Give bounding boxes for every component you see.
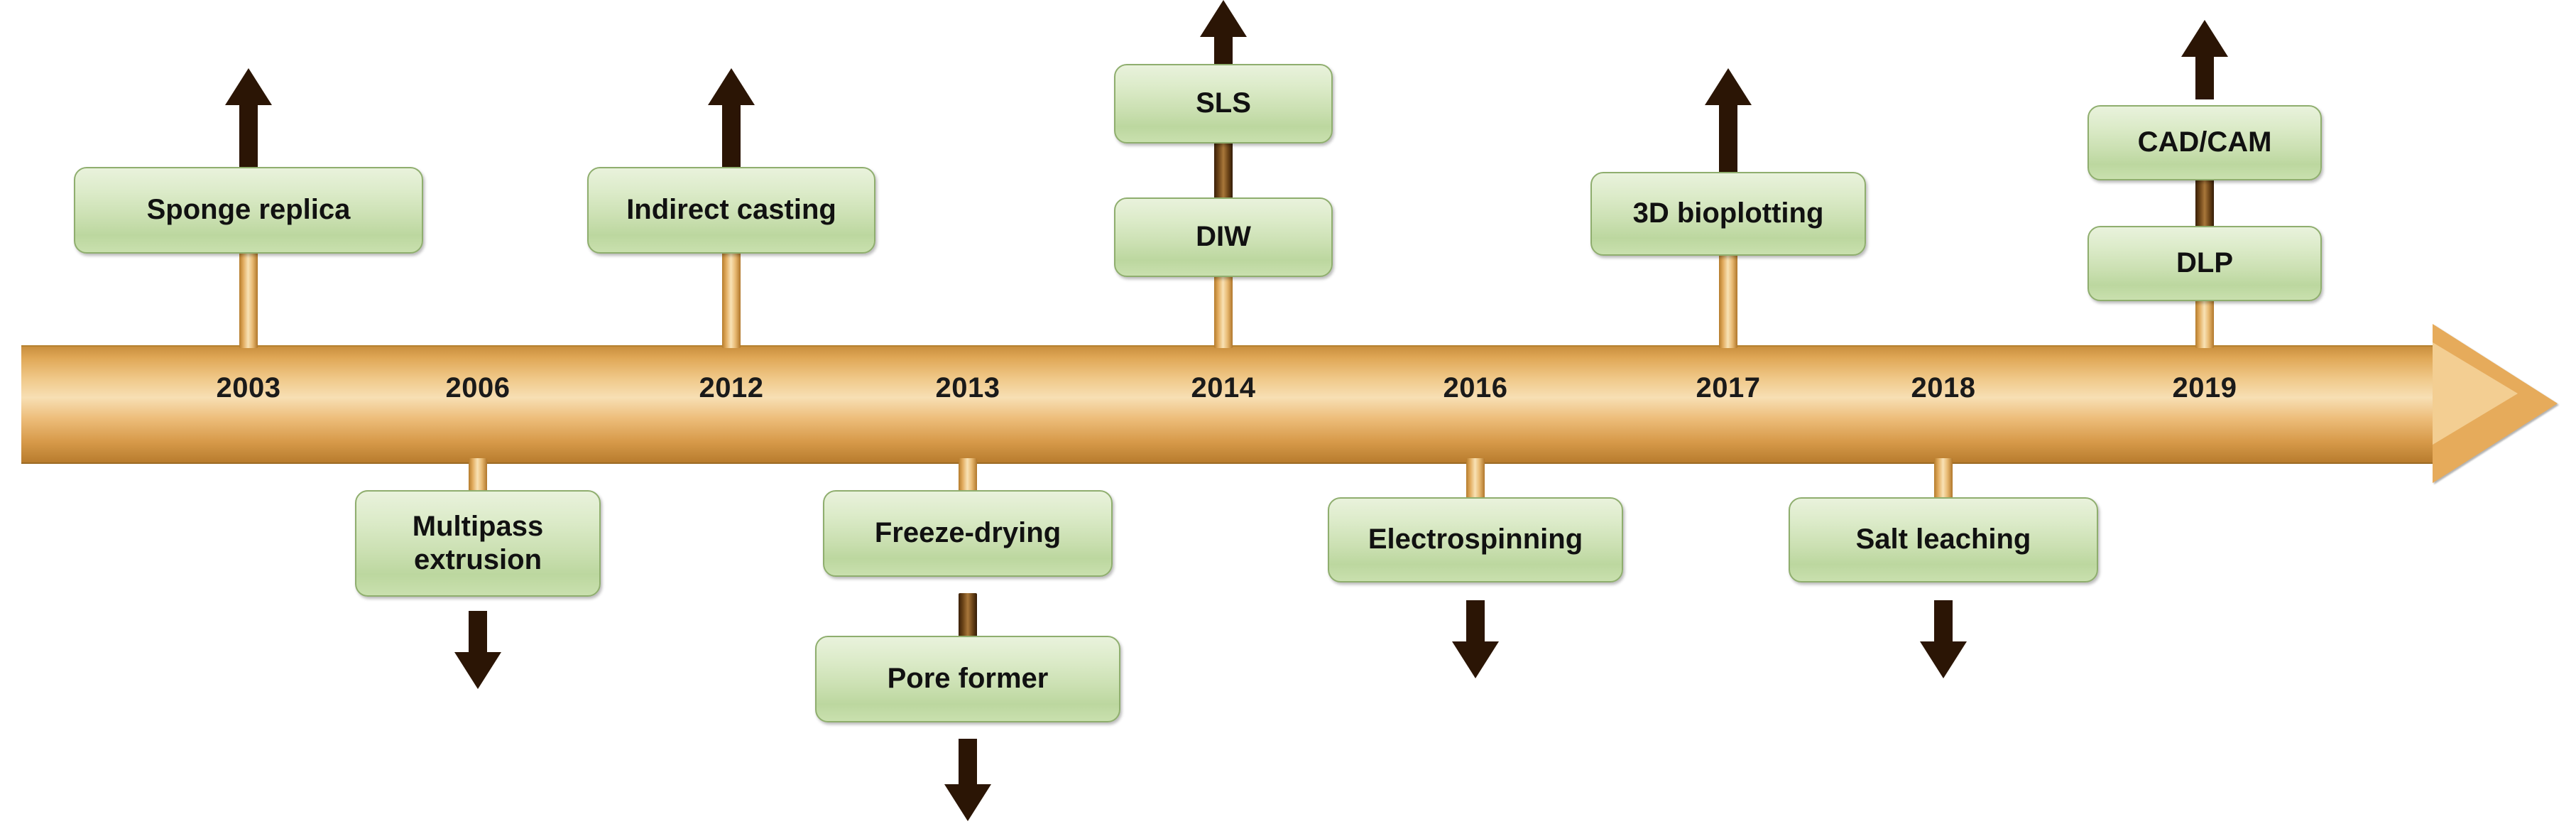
event-box-multipass-extrusion[interactable]: Multipass extrusion xyxy=(355,490,601,597)
year-label-2019: 2019 xyxy=(2172,372,2237,403)
arrow-up-stem-2019 xyxy=(2195,57,2214,99)
arrow-down-2006 xyxy=(454,652,501,689)
event-box-sls[interactable]: SLS xyxy=(1114,64,1333,143)
event-box-dlp[interactable]: DLP xyxy=(2087,226,2322,301)
arrow-up-2017 xyxy=(1705,68,1752,105)
arrow-down-2016 xyxy=(1452,641,1499,678)
arrow-up-stem-2012 xyxy=(722,105,741,176)
event-box-salt-leaching[interactable]: Salt leaching xyxy=(1789,497,2098,582)
arrow-down-2018 xyxy=(1920,641,1967,678)
timeline-shaft xyxy=(21,345,2435,464)
arrow-down-stem-2013 xyxy=(959,739,977,788)
year-label-2013: 2013 xyxy=(935,372,1000,403)
event-box-electrospinning[interactable]: Electrospinning xyxy=(1328,497,1623,582)
year-label-2006: 2006 xyxy=(445,372,511,403)
stem-2018 xyxy=(1934,458,1953,501)
arrow-up-2019 xyxy=(2181,20,2228,57)
timeline-axis xyxy=(21,324,2558,483)
arrow-up-stem-2003 xyxy=(239,105,258,176)
event-box-freeze-drying[interactable]: Freeze-drying xyxy=(823,490,1113,577)
arrow-up-2014 xyxy=(1200,0,1247,37)
event-box-pore-former[interactable]: Pore former xyxy=(815,636,1120,722)
event-box-cad-cam[interactable]: CAD/CAM xyxy=(2087,105,2322,180)
year-label-2018: 2018 xyxy=(1911,372,1976,403)
stem-2014-lower xyxy=(1214,270,1233,348)
timeline-arrowhead-highlight xyxy=(2433,342,2518,445)
stem-2013-upper xyxy=(959,458,977,494)
arrow-up-2012 xyxy=(708,68,755,105)
year-label-2014: 2014 xyxy=(1191,372,1256,403)
arrow-down-2013 xyxy=(944,784,991,821)
stem-2016 xyxy=(1466,458,1485,501)
year-label-2003: 2003 xyxy=(216,372,281,403)
arrow-up-2003 xyxy=(225,68,272,105)
year-label-2016: 2016 xyxy=(1443,372,1508,403)
event-box-3d-bioplotting[interactable]: 3D bioplotting xyxy=(1590,172,1866,256)
arrow-down-stem-2006 xyxy=(469,611,487,655)
arrow-up-stem-2017 xyxy=(1719,105,1737,176)
event-box-diw[interactable]: DIW xyxy=(1114,197,1333,277)
year-label-2017: 2017 xyxy=(1696,372,1761,403)
event-box-indirect-casting[interactable]: Indirect casting xyxy=(587,167,875,254)
arrow-down-stem-2016 xyxy=(1466,600,1485,644)
event-box-sponge-replica[interactable]: Sponge replica xyxy=(74,167,423,254)
arrow-down-stem-2018 xyxy=(1934,600,1953,644)
year-label-2012: 2012 xyxy=(699,372,764,403)
